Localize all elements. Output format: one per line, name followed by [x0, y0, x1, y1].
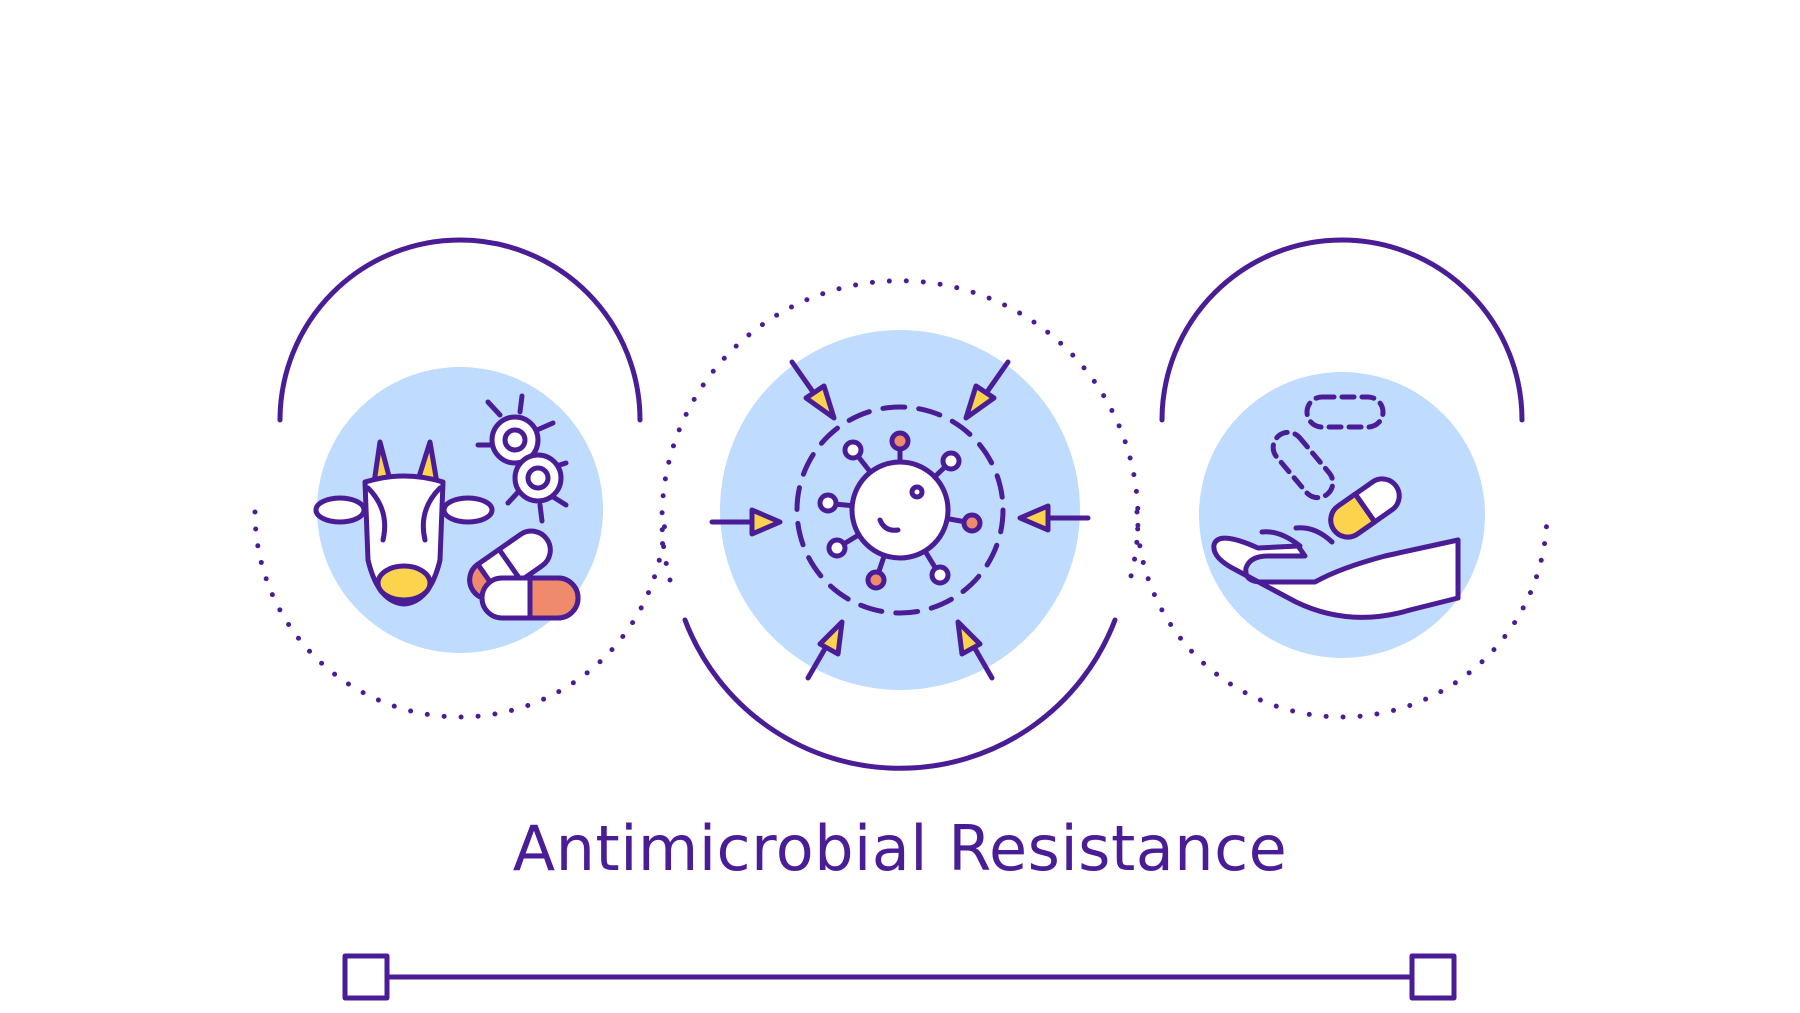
left-dotted-arc: [252, 509, 668, 720]
bacteria-icon: [475, 393, 569, 524]
page-title: Antimicrobial Resistance: [512, 812, 1288, 885]
right-square-marker: [1409, 953, 1457, 1001]
right-solid-arc: [1159, 237, 1525, 423]
center-dotted-arc: [659, 278, 1141, 583]
inward-arrows-icon: [709, 359, 1091, 681]
virus-icon: [817, 430, 983, 591]
hand-icon: [1211, 525, 1461, 620]
center-dashed-ring: [794, 404, 1006, 616]
right-circle-group: [1134, 237, 1550, 720]
center-circle-group: [659, 278, 1141, 771]
capsule-icon: [467, 528, 581, 621]
left-solid-arc: [277, 237, 643, 423]
cow-icon: [313, 439, 495, 607]
bottom-divider: [342, 953, 1457, 1001]
left-square-marker: [342, 953, 390, 1001]
center-solid-arc: [682, 617, 1118, 771]
pill-icon: [1270, 394, 1402, 540]
left-circle-group: [252, 237, 668, 720]
right-dotted-arc: [1134, 509, 1550, 720]
